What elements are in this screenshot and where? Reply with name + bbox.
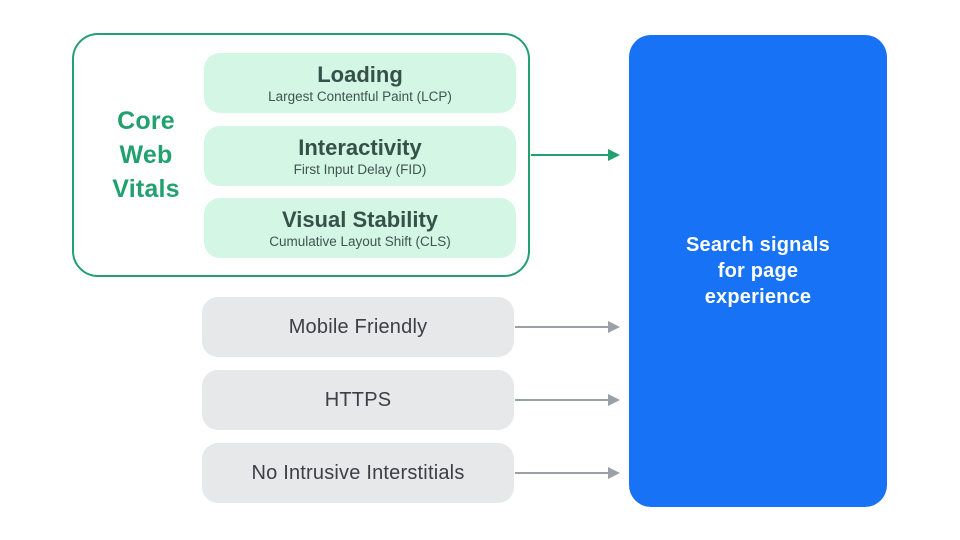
arrow-icon-no-intrusive-interstitials: [515, 467, 620, 479]
metric-card-loading: Loading Largest Contentful Paint (LCP): [204, 53, 516, 113]
signal-card-https: HTTPS: [202, 370, 514, 430]
metric-card-interactivity: Interactivity First Input Delay (FID): [204, 126, 516, 186]
core-web-vitals-label-line: Vitals: [112, 175, 180, 203]
metric-card-visual-stability: Visual Stability Cumulative Layout Shift…: [204, 198, 516, 258]
search-signals-label-line: experience: [704, 286, 812, 308]
core-web-vitals-label-line: Core: [117, 107, 175, 135]
metric-subtitle: Largest Contentful Paint (LCP): [268, 88, 452, 104]
signal-card-mobile-friendly: Mobile Friendly: [202, 297, 514, 357]
search-signals-label-line: for page: [717, 260, 799, 282]
arrow-icon-mobile-friendly: [515, 321, 620, 333]
core-web-vitals-label: Core Web Vitals: [88, 35, 204, 275]
metric-title: Visual Stability: [281, 206, 439, 232]
core-web-vitals-label-line: Web: [119, 141, 173, 169]
search-signals-box: Search signals for page experience: [629, 35, 887, 507]
metric-subtitle: Cumulative Layout Shift (CLS): [269, 233, 451, 249]
signal-label: HTTPS: [324, 388, 392, 411]
arrow-icon-https: [515, 394, 620, 406]
arrow-icon-core-web-vitals: [531, 149, 620, 161]
search-signals-label-line: Search signals: [686, 234, 830, 256]
signal-card-no-intrusive-interstitials: No Intrusive Interstitials: [202, 443, 514, 503]
metric-subtitle: First Input Delay (FID): [293, 161, 427, 177]
signal-label: Mobile Friendly: [288, 315, 428, 338]
core-web-vitals-group: Core Web Vitals Loading Largest Contentf…: [72, 33, 530, 277]
metric-title: Interactivity: [298, 134, 422, 160]
signal-label: No Intrusive Interstitials: [251, 461, 465, 484]
metric-title: Loading: [317, 61, 403, 87]
